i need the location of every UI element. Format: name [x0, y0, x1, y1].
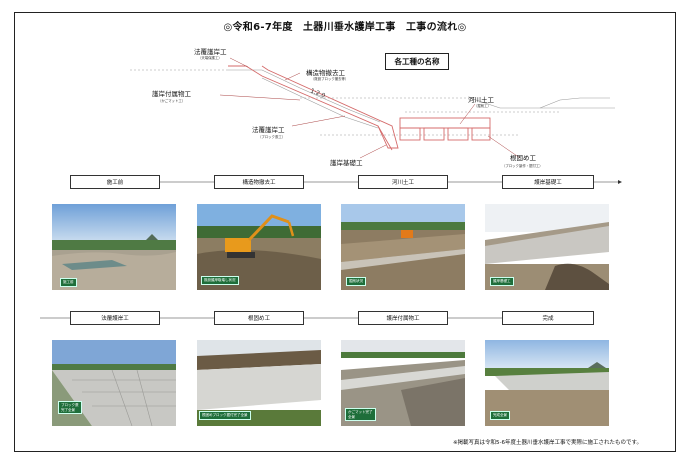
caption-excavation: 掘削状況	[346, 277, 366, 286]
cross-section-diagram: 1:2.0	[130, 57, 615, 159]
photo-before-construction	[52, 204, 176, 290]
flow-step-2: 構造物撤去工	[214, 175, 304, 189]
label-hofuku-top-sub: （天端保護工）	[198, 56, 222, 60]
flow-step-1: 施工前	[70, 175, 160, 189]
caption-foundation: 護岸基礎工	[490, 277, 514, 286]
label-kasen-doko: 河川土工	[468, 96, 494, 104]
caption-demolition: 既設護岸取壊し状況	[201, 276, 239, 285]
label-fuzokubutsu: 護岸付属物工	[152, 90, 191, 98]
caption-gabion: かごマット完了 全景	[345, 408, 376, 421]
label-negatame: 根固め工	[510, 154, 536, 162]
photo-block-revetment	[52, 340, 176, 426]
flow-step-8: 完成	[502, 311, 594, 325]
label-negatame-sub: （ブロック製作・据付工）	[502, 164, 543, 168]
label-kasen-doko-sub: （掘削工）	[474, 104, 491, 108]
caption-completion: 完成全景	[490, 411, 510, 420]
photo-completion	[485, 340, 609, 426]
label-hofuku-top: 法覆護岸工	[194, 48, 227, 56]
flow-step-6: 根固め工	[214, 311, 304, 325]
label-kiso: 護岸基礎工	[330, 159, 363, 167]
flow-step-7: 護岸付属物工	[358, 311, 448, 325]
flow-step-5: 法覆護岸工	[70, 311, 160, 325]
photo-excavation	[341, 204, 465, 290]
page-title: ◎令和6-7年度 土器川垂水護岸工事 工事の流れ◎	[223, 22, 467, 33]
label-kozobutsu-sub: （既設ブロック撤去等）	[311, 77, 349, 81]
caption-root-protection: 根固めブロック据付完了全景	[199, 411, 251, 420]
label-kozobutsu: 構造物撤去工	[306, 69, 345, 77]
label-fuzokubutsu-sub: （かごマット工）	[158, 99, 186, 103]
label-hofuku-block-sub: （ブロック張工）	[258, 135, 286, 139]
flow-step-4: 護岸基礎工	[502, 175, 594, 189]
caption-block: ブロック張 完了全景	[58, 401, 82, 414]
footnote: ※掲載写真は令和5-6年度土器川垂水護岸工事で実際に施工されたものです。	[452, 440, 642, 446]
legend-box: 各工種の名称	[385, 53, 449, 70]
label-hofuku-block: 法覆護岸工	[252, 126, 285, 134]
caption-before: 施工前	[60, 278, 77, 287]
flow-step-3: 河川土工	[358, 175, 448, 189]
